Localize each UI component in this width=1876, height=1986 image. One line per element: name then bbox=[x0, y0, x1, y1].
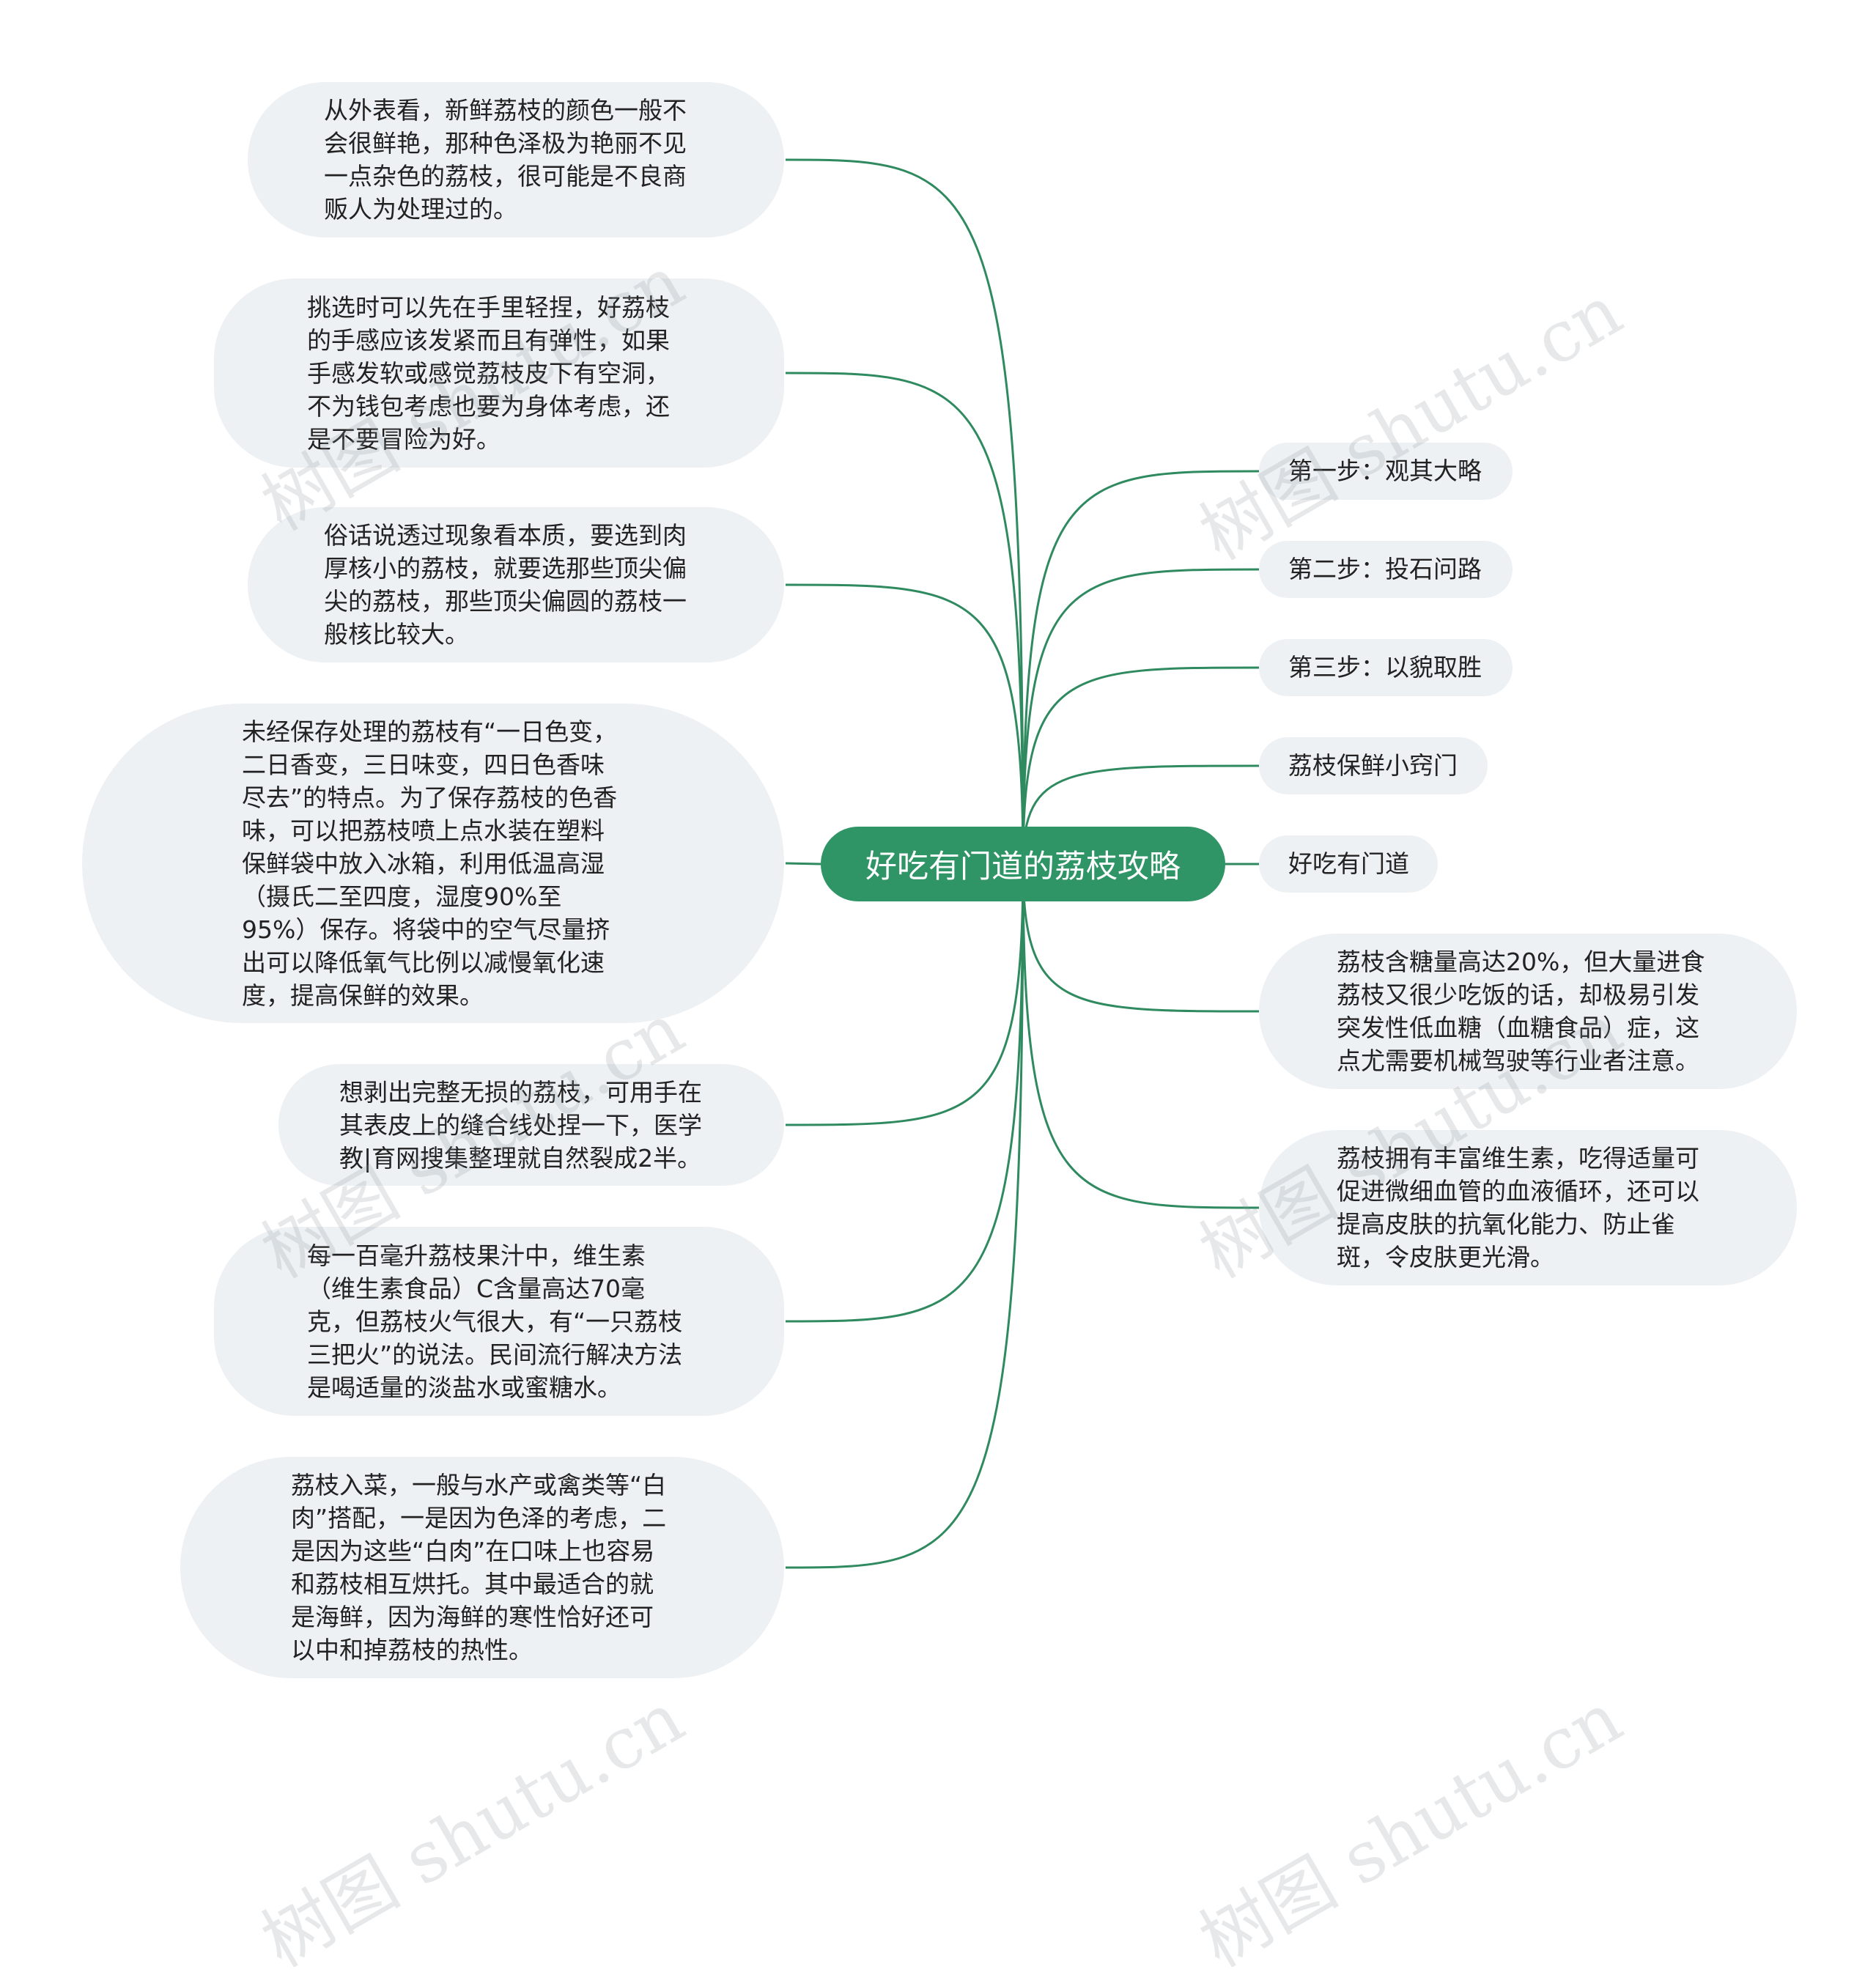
topic-cooking[interactable]: 荔枝入菜，一般与水产或禽类等“白肉”搭配，一是因为色泽的考虑，二是因为这些“白肉… bbox=[180, 1457, 784, 1678]
topic-step-three[interactable]: 第三步：以貌取胜 bbox=[1259, 639, 1513, 696]
topic-text: 第一步：观其大略 bbox=[1288, 457, 1482, 485]
topic-text: 荔枝入菜，一般与水产或禽类等“白肉”搭配，一是因为色泽的考虑，二是因为这些“白肉… bbox=[291, 1471, 667, 1664]
topic-step-one[interactable]: 第一步：观其大略 bbox=[1259, 443, 1513, 500]
topic-squeeze[interactable]: 挑选时可以先在手里轻捏，好荔枝的手感应该发紧而且有弹性，如果手感发软或感觉荔枝皮… bbox=[214, 278, 784, 468]
topic-text: 每一百毫升荔枝果汁中，维生素（维生素食品）C含量高达70毫克，但荔枝火气很大，有… bbox=[307, 1241, 683, 1402]
link-right-1 bbox=[1022, 568, 1260, 865]
topic-text: 挑选时可以先在手里轻捏，好荔枝的手感应该发紧而且有弹性，如果手感发软或感觉荔枝皮… bbox=[307, 292, 670, 454]
topic-text: 好吃有门道 bbox=[1288, 849, 1409, 878]
topic-text: 第三步：以貌取胜 bbox=[1288, 653, 1482, 682]
topic-peeling[interactable]: 想剥出完整无损的荔枝，可用手在其表皮上的缝合线处捏一下，医学教|育网搜集整理就自… bbox=[278, 1064, 784, 1186]
link-right-0 bbox=[1022, 470, 1260, 865]
topic-text: 从外表看，新鲜荔枝的颜色一般不会很鲜艳，那种色泽极为艳丽不见一点杂色的荔枝，很可… bbox=[324, 96, 687, 224]
link-right-2 bbox=[1022, 666, 1260, 865]
link-right-6 bbox=[1022, 863, 1260, 1209]
link-left-2 bbox=[785, 583, 1024, 865]
central-topic[interactable]: 好吃有门道的荔枝攻略 bbox=[821, 827, 1225, 901]
topic-text: 第二步：投石问路 bbox=[1288, 555, 1482, 583]
topic-text: 俗话说透过现象看本质，要选到肉厚核小的荔枝，就要选那些顶尖偏尖的荔枝，那些顶尖偏… bbox=[324, 521, 687, 649]
mindmap-canvas: 好吃有门道的荔枝攻略 从外表看，新鲜荔枝的颜色一般不会很鲜艳，那种色泽极为艳丽不… bbox=[82, 82, 1797, 1983]
topic-sugar[interactable]: 荔枝含糖量高达20%，但大量进食荔枝又很少吃饭的话，却极易引发突发性低血糖（血糖… bbox=[1259, 934, 1797, 1089]
topic-text: 未经保存处理的荔枝有“一日色变，二日香变，三日味变，四日色香味尽去”的特点。为了… bbox=[242, 717, 618, 1010]
link-right-5 bbox=[1022, 863, 1260, 1013]
topic-text: 荔枝拥有丰富维生素，吃得适量可促进微细血管的血液循环，还可以提高皮肤的抗氧化能力… bbox=[1337, 1144, 1699, 1271]
link-left-3 bbox=[785, 862, 821, 865]
central-topic-label: 好吃有门道的荔枝攻略 bbox=[865, 849, 1181, 885]
topic-step-two[interactable]: 第二步：投石问路 bbox=[1259, 541, 1513, 598]
topic-text: 荔枝含糖量高达20%，但大量进食荔枝又很少吃饭的话，却极易引发突发性低血糖（血糖… bbox=[1337, 948, 1705, 1075]
topic-storage[interactable]: 未经保存处理的荔枝有“一日色变，二日香变，三日味变，四日色香味尽去”的特点。为了… bbox=[82, 704, 784, 1023]
topic-text: 想剥出完整无损的荔枝，可用手在其表皮上的缝合线处捏一下，医学教|育网搜集整理就自… bbox=[339, 1077, 702, 1173]
topic-tasty[interactable]: 好吃有门道 bbox=[1259, 835, 1438, 893]
topic-appearance[interactable]: 从外表看，新鲜荔枝的颜色一般不会很鲜艳，那种色泽极为艳丽不见一点杂色的荔枝，很可… bbox=[248, 82, 784, 237]
topic-text: 荔枝保鲜小窍门 bbox=[1288, 751, 1458, 780]
topic-shape[interactable]: 俗话说透过现象看本质，要选到肉厚核小的荔枝，就要选那些顶尖偏尖的荔枝，那些顶尖偏… bbox=[248, 507, 784, 662]
link-left-1 bbox=[785, 372, 1024, 865]
link-left-6 bbox=[785, 863, 1024, 1569]
topic-vitamins[interactable]: 荔枝拥有丰富维生素，吃得适量可促进微细血管的血液循环，还可以提高皮肤的抗氧化能力… bbox=[1259, 1130, 1797, 1285]
topic-vitamin-c[interactable]: 每一百毫升荔枝果汁中，维生素（维生素食品）C含量高达70毫克，但荔枝火气很大，有… bbox=[214, 1227, 784, 1416]
link-left-5 bbox=[785, 863, 1024, 1323]
link-left-0 bbox=[785, 158, 1024, 865]
link-left-4 bbox=[785, 863, 1024, 1126]
topic-freshness-tips[interactable]: 荔枝保鲜小窍门 bbox=[1259, 737, 1488, 794]
